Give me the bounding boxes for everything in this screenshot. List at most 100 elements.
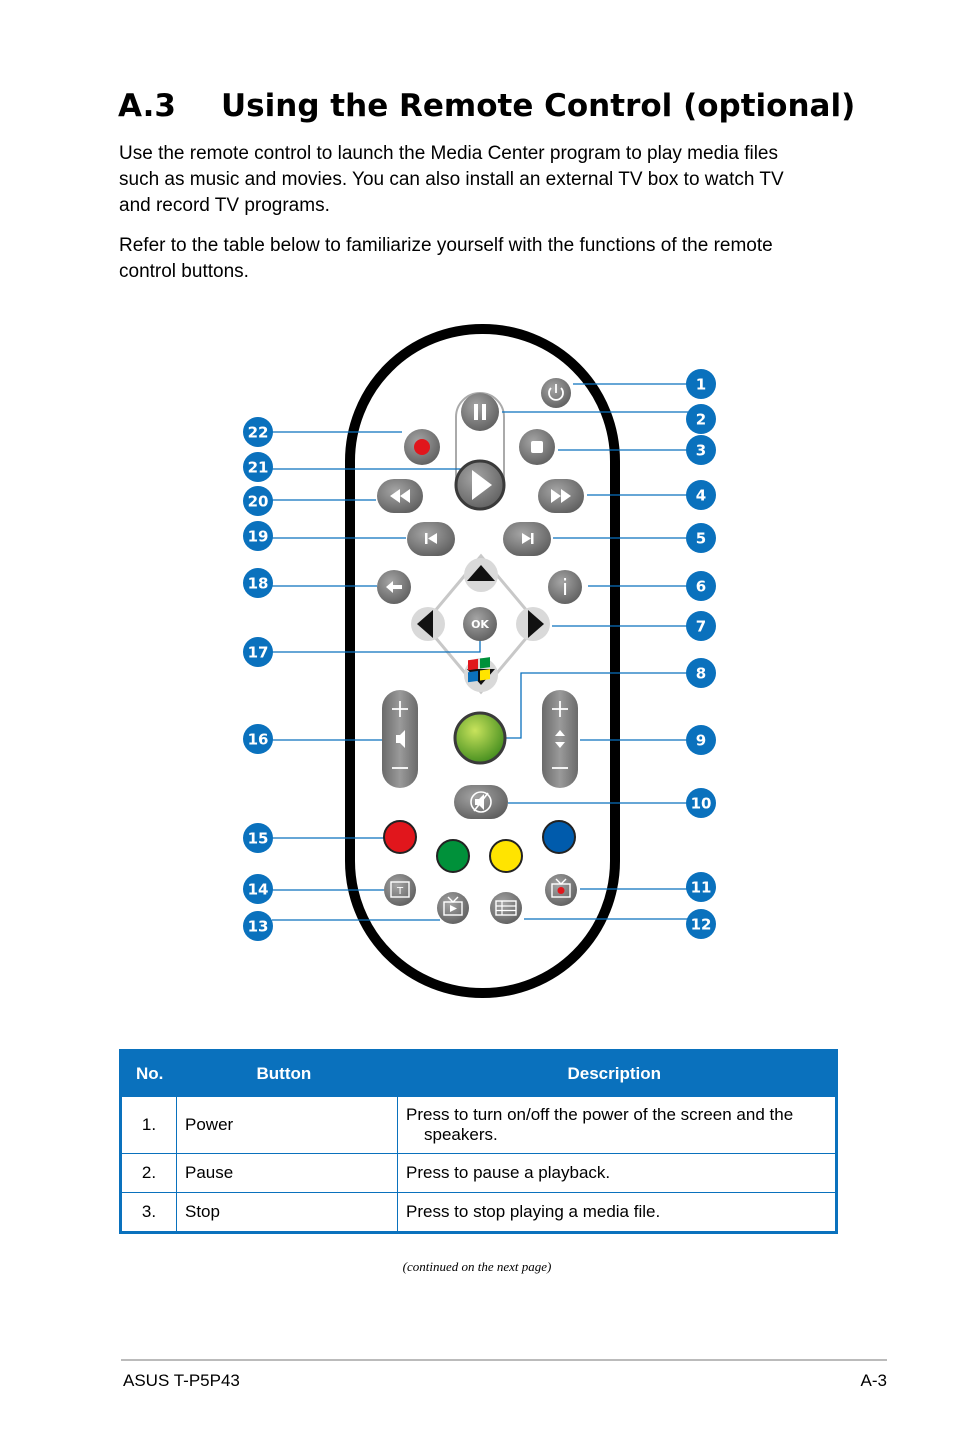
svg-text:12: 12 bbox=[691, 916, 712, 934]
arrow-right-button bbox=[516, 607, 550, 641]
svg-text:1: 1 bbox=[696, 376, 706, 394]
media-center-button bbox=[453, 657, 507, 765]
svg-text:13: 13 bbox=[248, 918, 269, 936]
blue-button bbox=[542, 820, 576, 854]
mute-button bbox=[454, 785, 508, 819]
button-function-table: No. Button Description 1. Power Press to… bbox=[119, 1049, 838, 1234]
callout-5: 5 bbox=[686, 523, 716, 553]
svg-text:18: 18 bbox=[248, 575, 269, 593]
row-description-line: Press to turn on/off the power of the sc… bbox=[406, 1105, 794, 1124]
callout-11: 11 bbox=[686, 872, 716, 902]
live-tv-button bbox=[437, 892, 469, 924]
callout-6: 6 bbox=[686, 571, 716, 601]
svg-text:5: 5 bbox=[696, 530, 706, 548]
callout-4: 4 bbox=[686, 480, 716, 510]
teletext-label: T bbox=[396, 886, 404, 897]
previous-button bbox=[407, 522, 455, 556]
svg-text:7: 7 bbox=[696, 618, 706, 636]
callout-19: 19 bbox=[243, 521, 273, 551]
record-button bbox=[404, 429, 440, 465]
section-heading: A.3 Using the Remote Control (optional) bbox=[118, 88, 855, 124]
svg-text:22: 22 bbox=[248, 424, 269, 442]
footer-product: ASUS T-P5P43 bbox=[123, 1371, 240, 1390]
svg-text:11: 11 bbox=[691, 879, 712, 897]
svg-text:9: 9 bbox=[696, 732, 706, 750]
row-button: Power bbox=[176, 1096, 398, 1154]
recorded-tv-button bbox=[545, 874, 577, 906]
callout-13: 13 bbox=[243, 911, 273, 941]
callout-3: 3 bbox=[686, 435, 716, 465]
svg-text:20: 20 bbox=[248, 493, 269, 511]
teletext-button: T bbox=[384, 874, 416, 906]
callout-10: 10 bbox=[686, 788, 716, 818]
svg-text:6: 6 bbox=[696, 578, 706, 596]
fast-forward-button bbox=[538, 479, 584, 513]
svg-text:2: 2 bbox=[696, 411, 706, 429]
svg-text:3: 3 bbox=[696, 442, 706, 460]
refer-paragraph: Refer to the table below to familiarize … bbox=[119, 235, 773, 282]
row-no: 1. bbox=[120, 1096, 177, 1154]
svg-text:14: 14 bbox=[248, 881, 269, 899]
pause-button bbox=[461, 393, 499, 431]
row-button: Pause bbox=[176, 1153, 398, 1193]
arrow-left-button bbox=[411, 607, 445, 641]
row-description-line: speakers. bbox=[424, 1125, 498, 1144]
row-description: Press to pause a playback. bbox=[397, 1153, 837, 1193]
table-row: 1. Power Press to turn on/off the power … bbox=[120, 1096, 837, 1154]
table-row: 3. Stop Press to stop playing a media fi… bbox=[120, 1192, 837, 1233]
guide-button bbox=[490, 892, 522, 924]
callout-9: 9 bbox=[686, 725, 716, 755]
callout-7: 7 bbox=[686, 611, 716, 641]
stop-button bbox=[519, 429, 555, 465]
back-button bbox=[377, 570, 411, 604]
callout-1: 1 bbox=[686, 369, 716, 399]
green-button bbox=[436, 839, 470, 873]
row-description: Press to stop playing a media file. bbox=[397, 1192, 837, 1233]
callout-8: 8 bbox=[686, 658, 716, 688]
svg-text:10: 10 bbox=[691, 795, 712, 813]
table-row: 2. Pause Press to pause a playback. bbox=[120, 1153, 837, 1193]
row-button: Stop bbox=[176, 1192, 398, 1233]
row-description: Press to turn on/off the power of the sc… bbox=[397, 1096, 837, 1154]
info-button: i bbox=[548, 570, 582, 604]
callout-14: 14 bbox=[243, 874, 273, 904]
ok-button: OK bbox=[463, 607, 497, 641]
svg-text:17: 17 bbox=[248, 644, 269, 662]
section-number: A.3 bbox=[118, 88, 176, 124]
callout-15: 15 bbox=[243, 823, 273, 853]
power-button bbox=[541, 378, 571, 408]
svg-text:15: 15 bbox=[248, 830, 269, 848]
next-button bbox=[503, 522, 551, 556]
info-label: i bbox=[562, 576, 568, 601]
callout-18: 18 bbox=[243, 568, 273, 598]
callout-2: 2 bbox=[686, 404, 716, 434]
channel-rocker bbox=[542, 690, 578, 788]
svg-text:8: 8 bbox=[696, 665, 706, 683]
play-button bbox=[454, 459, 506, 511]
ok-label: OK bbox=[471, 618, 489, 631]
callout-21: 21 bbox=[243, 452, 273, 482]
svg-text:21: 21 bbox=[248, 459, 269, 477]
row-no: 2. bbox=[120, 1153, 177, 1193]
arrow-up-button bbox=[464, 558, 498, 592]
footer-page-number: A-3 bbox=[860, 1371, 887, 1390]
footer-divider bbox=[121, 1359, 887, 1361]
callout-12: 12 bbox=[686, 909, 716, 939]
section-title: Using the Remote Control (optional) bbox=[221, 88, 856, 124]
volume-rocker bbox=[382, 690, 418, 788]
svg-text:4: 4 bbox=[696, 487, 706, 505]
intro-paragraph: Use the remote control to launch the Med… bbox=[119, 143, 784, 216]
header-no: No. bbox=[120, 1050, 177, 1097]
svg-text:19: 19 bbox=[248, 528, 269, 546]
header-button: Button bbox=[176, 1050, 398, 1097]
header-description: Description bbox=[397, 1050, 837, 1097]
svg-text:16: 16 bbox=[248, 731, 269, 749]
table-header-row: No. Button Description bbox=[120, 1050, 837, 1097]
rewind-button bbox=[377, 479, 423, 513]
callout-16: 16 bbox=[243, 724, 273, 754]
continued-note: (continued on the next page) bbox=[402, 1259, 552, 1274]
callout-17: 17 bbox=[243, 637, 273, 667]
yellow-button bbox=[489, 839, 523, 873]
red-button bbox=[383, 820, 417, 854]
callout-22: 22 bbox=[243, 417, 273, 447]
